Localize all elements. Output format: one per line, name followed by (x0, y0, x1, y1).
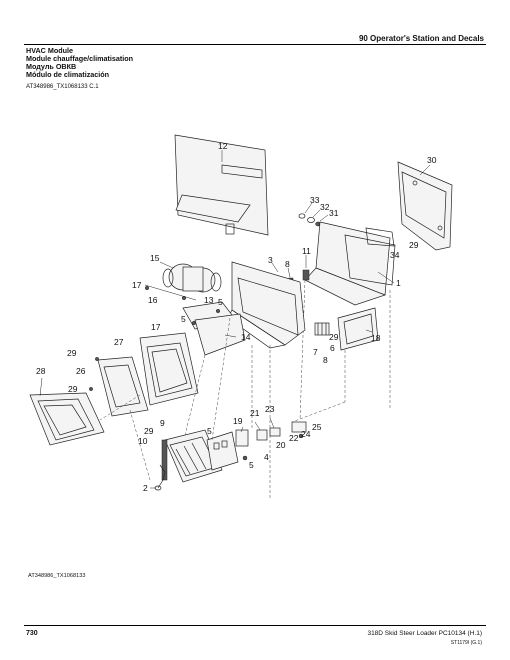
callout-33: 33 (310, 195, 320, 205)
callout-32: 32 (320, 202, 330, 212)
header-rule (24, 44, 486, 45)
callout-1: 1 (396, 278, 401, 288)
callout-26: 26 (76, 366, 86, 376)
callout-19: 19 (233, 416, 243, 426)
callout-17-b: 17 (151, 322, 161, 332)
part-inner-seal (89, 356, 149, 417)
part-connector (314, 322, 330, 336)
callout-14: 14 (241, 332, 251, 342)
callout-9: 9 (160, 418, 165, 428)
page-number: 730 (26, 630, 38, 637)
callout-7: 7 (313, 347, 318, 357)
callout-27: 27 (114, 337, 124, 347)
callout-17-a: 17 (132, 280, 142, 290)
callout-10: 10 (138, 436, 148, 446)
callout-8-b: 8 (323, 355, 328, 365)
callout-30: 30 (427, 155, 437, 165)
callout-29-b: 29 (329, 332, 339, 342)
part-side-vent (337, 307, 379, 351)
callout-29-a: 29 (409, 240, 419, 250)
book-reference: 318D Skid Steer Loader PC10134 (H.1) (367, 630, 482, 637)
callout-21: 21 (250, 408, 260, 418)
callout-20: 20 (276, 440, 286, 450)
callout-34: 34 (390, 250, 400, 260)
callout-5-c: 5 (207, 426, 212, 436)
part-drain-tube (150, 464, 166, 491)
footer-rule (24, 625, 486, 626)
part-side-bracket (397, 161, 453, 251)
module-titles: HVAC Module Module chauffage/climatisati… (26, 47, 133, 79)
callout-28: 28 (36, 366, 46, 376)
callout-29-c: 29 (67, 348, 77, 358)
callout-24: 24 (301, 429, 311, 439)
part-fittings (298, 202, 329, 227)
part-blower-motor (159, 261, 222, 293)
assembly-guides (99, 290, 391, 500)
callout-5-d: 5 (249, 460, 254, 470)
callout-15: 15 (150, 253, 160, 263)
callout-3: 3 (268, 255, 273, 265)
callout-18: 18 (371, 333, 381, 343)
callout-23: 23 (265, 404, 275, 414)
part-frame (139, 332, 199, 406)
callout-2: 2 (143, 483, 148, 493)
module-title-es: Módulo de climatización (26, 70, 110, 79)
part-control-module (206, 417, 307, 471)
callout-12: 12 (218, 141, 228, 151)
section-title: 90 Operator's Station and Decals (358, 34, 484, 43)
callout-31: 31 (329, 208, 339, 218)
callout-labels: 12 30 33 32 31 11 29 34 15 3 8 17 1 16 1… (36, 141, 437, 493)
callout-29-e: 29 (144, 426, 154, 436)
callout-13: 13 (204, 295, 214, 305)
document-code: ST1179I (G.1) (450, 640, 482, 646)
callout-25: 25 (312, 422, 322, 432)
callout-29-d: 29 (68, 384, 78, 394)
part-cover-panel (174, 134, 269, 236)
callout-11: 11 (302, 246, 311, 256)
callout-8-a: 8 (285, 259, 290, 269)
module-title-en: HVAC Module (26, 46, 73, 55)
callout-5-a: 5 (218, 297, 223, 307)
figure-reference-top: AT348986_TX1068133 C.1 (26, 84, 99, 90)
part-filter-tray (194, 313, 246, 356)
part-duct-box (227, 261, 306, 349)
callout-5-b: 5 (181, 314, 186, 324)
callout-22: 22 (289, 433, 299, 443)
callout-4: 4 (264, 452, 269, 462)
callout-16: 16 (148, 295, 158, 305)
figure-reference-bottom: AT348986_TX1068133 (28, 573, 86, 579)
part-outer-grille (29, 377, 105, 446)
module-title-ru: Модуль ОВКВ (26, 62, 77, 71)
module-title-fr: Module chauffage/climatisation (26, 54, 134, 63)
callout-6: 6 (330, 343, 335, 353)
